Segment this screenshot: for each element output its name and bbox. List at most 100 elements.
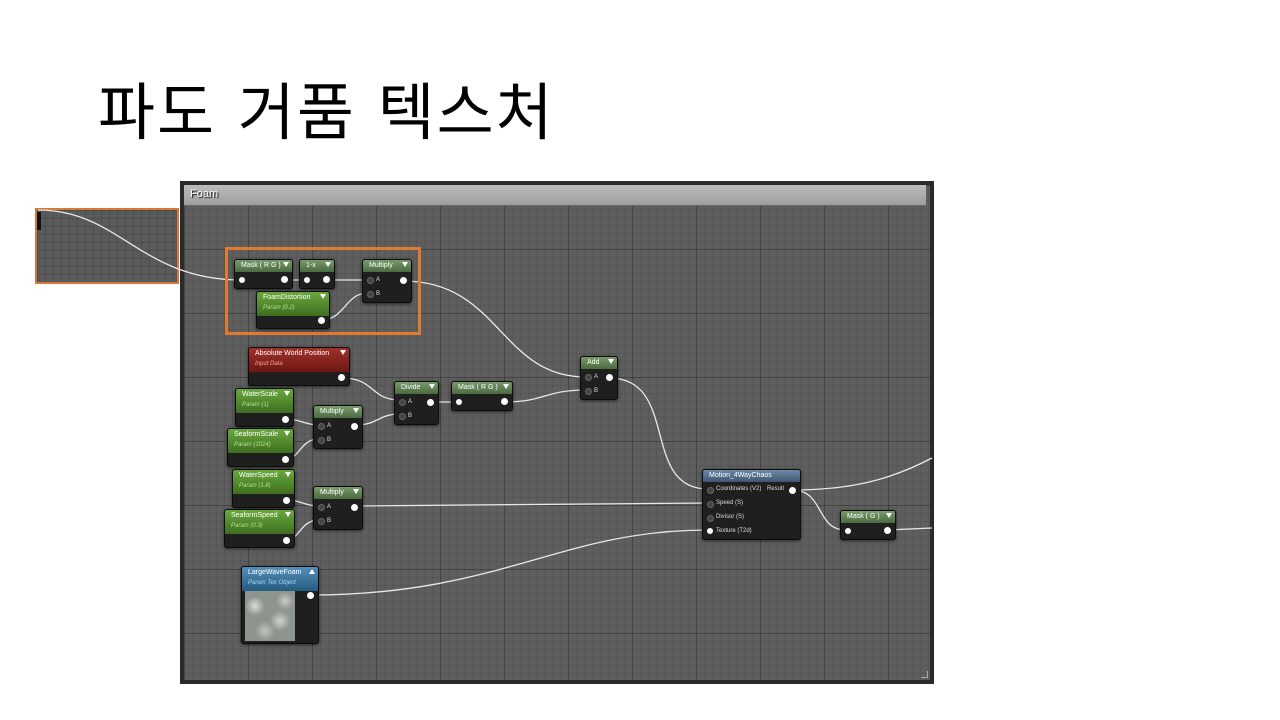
- chevron-down-icon[interactable]: [402, 262, 408, 267]
- node-title: LargeWaveFoam Param Tex Object: [242, 567, 318, 591]
- water-speed-node[interactable]: WaterSpeed Param (1.8): [232, 469, 295, 508]
- input-pin-icon[interactable]: [367, 291, 374, 298]
- divide-node[interactable]: Divide A B: [394, 381, 439, 425]
- highlight-box: [225, 247, 421, 335]
- node-title: SeaformSpeed Param (0.3): [225, 510, 294, 534]
- node-subtitle: Param Tex Object: [248, 580, 296, 586]
- output-pin-icon[interactable]: [884, 527, 891, 534]
- multiply-node-1[interactable]: Multiply A B: [362, 259, 412, 303]
- pin-label-texture: Texture (T2d): [716, 528, 752, 534]
- output-pin-icon[interactable]: [427, 399, 434, 406]
- output-pin-icon[interactable]: [501, 398, 508, 405]
- input-pin-icon[interactable]: [367, 277, 374, 284]
- pin-label-b: B: [327, 518, 332, 524]
- input-pin-icon[interactable]: [399, 399, 406, 406]
- output-pin-icon[interactable]: [281, 276, 288, 283]
- input-pin-icon[interactable]: [239, 277, 245, 283]
- output-pin-icon[interactable]: [318, 317, 325, 324]
- chevron-down-icon[interactable]: [284, 431, 290, 436]
- add-node[interactable]: Add A B: [580, 356, 618, 400]
- node-title: FoamDistortion Param (0.2): [257, 292, 329, 316]
- comment-box-header[interactable]: Foam: [184, 185, 926, 206]
- node-subtitle: Input Data: [255, 361, 283, 367]
- chevron-down-icon[interactable]: [325, 262, 331, 267]
- node-title: WaterSpeed Param (1.8): [233, 470, 294, 494]
- output-pin-icon[interactable]: [338, 374, 345, 381]
- multiply-node-2[interactable]: Multiply A B: [313, 405, 363, 449]
- one-minus-x-node[interactable]: 1-x: [299, 259, 335, 289]
- node-title: WaterScale Param (1): [236, 389, 293, 413]
- seaform-speed-node[interactable]: SeaformSpeed Param (0.3): [224, 509, 295, 548]
- output-pin-icon[interactable]: [282, 456, 289, 463]
- multiply-node-3[interactable]: Multiply A B: [313, 486, 363, 530]
- pin-label-b: B: [376, 291, 381, 297]
- pin-label-divisor: Divisor (S): [716, 514, 744, 520]
- output-pin-icon[interactable]: [351, 504, 358, 511]
- output-pin-icon[interactable]: [323, 276, 330, 283]
- chevron-down-icon[interactable]: [320, 294, 326, 299]
- output-pin-icon[interactable]: [282, 416, 289, 423]
- pin-label-b: B: [408, 413, 413, 419]
- minimap-marker: [37, 212, 41, 230]
- pin-label-result: Result: [767, 486, 785, 492]
- node-title: Multiply: [314, 487, 362, 499]
- graph-minimap[interactable]: [35, 208, 179, 284]
- pin-label-a: A: [327, 504, 332, 510]
- input-pin-icon[interactable]: [318, 423, 325, 430]
- chevron-down-icon[interactable]: [283, 262, 289, 267]
- pin-label-b: B: [594, 388, 599, 394]
- mask-rg-node-2[interactable]: Mask ( R G ): [451, 381, 513, 411]
- large-wave-foam-node[interactable]: LargeWaveFoam Param Tex Object: [241, 566, 319, 644]
- chevron-down-icon[interactable]: [285, 472, 291, 477]
- input-pin-icon[interactable]: [318, 504, 325, 511]
- input-pin-icon[interactable]: [318, 518, 325, 525]
- output-pin-icon[interactable]: [400, 277, 407, 284]
- node-title: Multiply: [363, 260, 411, 272]
- pin-label-coordinates: Coordinates (V2): [716, 486, 762, 492]
- chevron-down-icon[interactable]: [886, 513, 892, 518]
- node-title: Mask ( G ): [841, 511, 895, 523]
- output-pin-icon[interactable]: [307, 592, 314, 599]
- output-pin-icon[interactable]: [351, 423, 358, 430]
- node-title: Divide: [395, 382, 438, 394]
- node-subtitle: Param (0.3): [231, 523, 263, 529]
- input-pin-icon[interactable]: [399, 413, 406, 420]
- chevron-down-icon[interactable]: [503, 384, 509, 389]
- foam-distortion-node[interactable]: FoamDistortion Param (0.2): [256, 291, 330, 329]
- comment-resize-grip[interactable]: [921, 671, 928, 678]
- input-pin-icon[interactable]: [845, 528, 851, 534]
- chevron-down-icon[interactable]: [429, 384, 435, 389]
- seaform-scale-node[interactable]: SeaformScale Param (1024): [227, 428, 294, 467]
- mask-g-node[interactable]: Mask ( G ): [840, 510, 896, 540]
- output-pin-icon[interactable]: [283, 537, 290, 544]
- node-subtitle: Param (1.8): [239, 483, 271, 489]
- pin-label-speed: Speed (S): [716, 500, 744, 506]
- input-pin-icon[interactable]: [707, 487, 714, 494]
- input-pin-icon[interactable]: [456, 399, 462, 405]
- mask-rg-node[interactable]: Mask ( R G ): [234, 259, 293, 289]
- input-pin-icon[interactable]: [707, 528, 713, 534]
- chevron-down-icon[interactable]: [285, 512, 291, 517]
- output-pin-icon[interactable]: [283, 497, 290, 504]
- pin-label-b: B: [327, 437, 332, 443]
- chevron-down-icon[interactable]: [353, 489, 359, 494]
- chevron-up-icon[interactable]: [309, 569, 315, 574]
- input-pin-icon[interactable]: [304, 277, 310, 283]
- chevron-down-icon[interactable]: [340, 350, 346, 355]
- input-pin-icon[interactable]: [707, 515, 714, 522]
- input-pin-icon[interactable]: [318, 437, 325, 444]
- input-pin-icon[interactable]: [585, 374, 592, 381]
- comment-title: Foam: [190, 188, 219, 200]
- output-pin-icon[interactable]: [789, 487, 796, 494]
- absolute-world-position-node[interactable]: Absolute World Position Input Data: [248, 347, 350, 386]
- chevron-down-icon[interactable]: [608, 359, 614, 364]
- node-subtitle: Param (0.2): [263, 305, 295, 311]
- chevron-down-icon[interactable]: [284, 391, 290, 396]
- input-pin-icon[interactable]: [585, 388, 592, 395]
- water-scale-node[interactable]: WaterScale Param (1): [235, 388, 294, 427]
- motion-4way-chaos-node[interactable]: Motion_4WayChaos Coordinates (V2) Result…: [702, 469, 801, 540]
- chevron-down-icon[interactable]: [353, 408, 359, 413]
- output-pin-icon[interactable]: [606, 374, 613, 381]
- pin-label-a: A: [376, 277, 381, 283]
- input-pin-icon[interactable]: [707, 501, 714, 508]
